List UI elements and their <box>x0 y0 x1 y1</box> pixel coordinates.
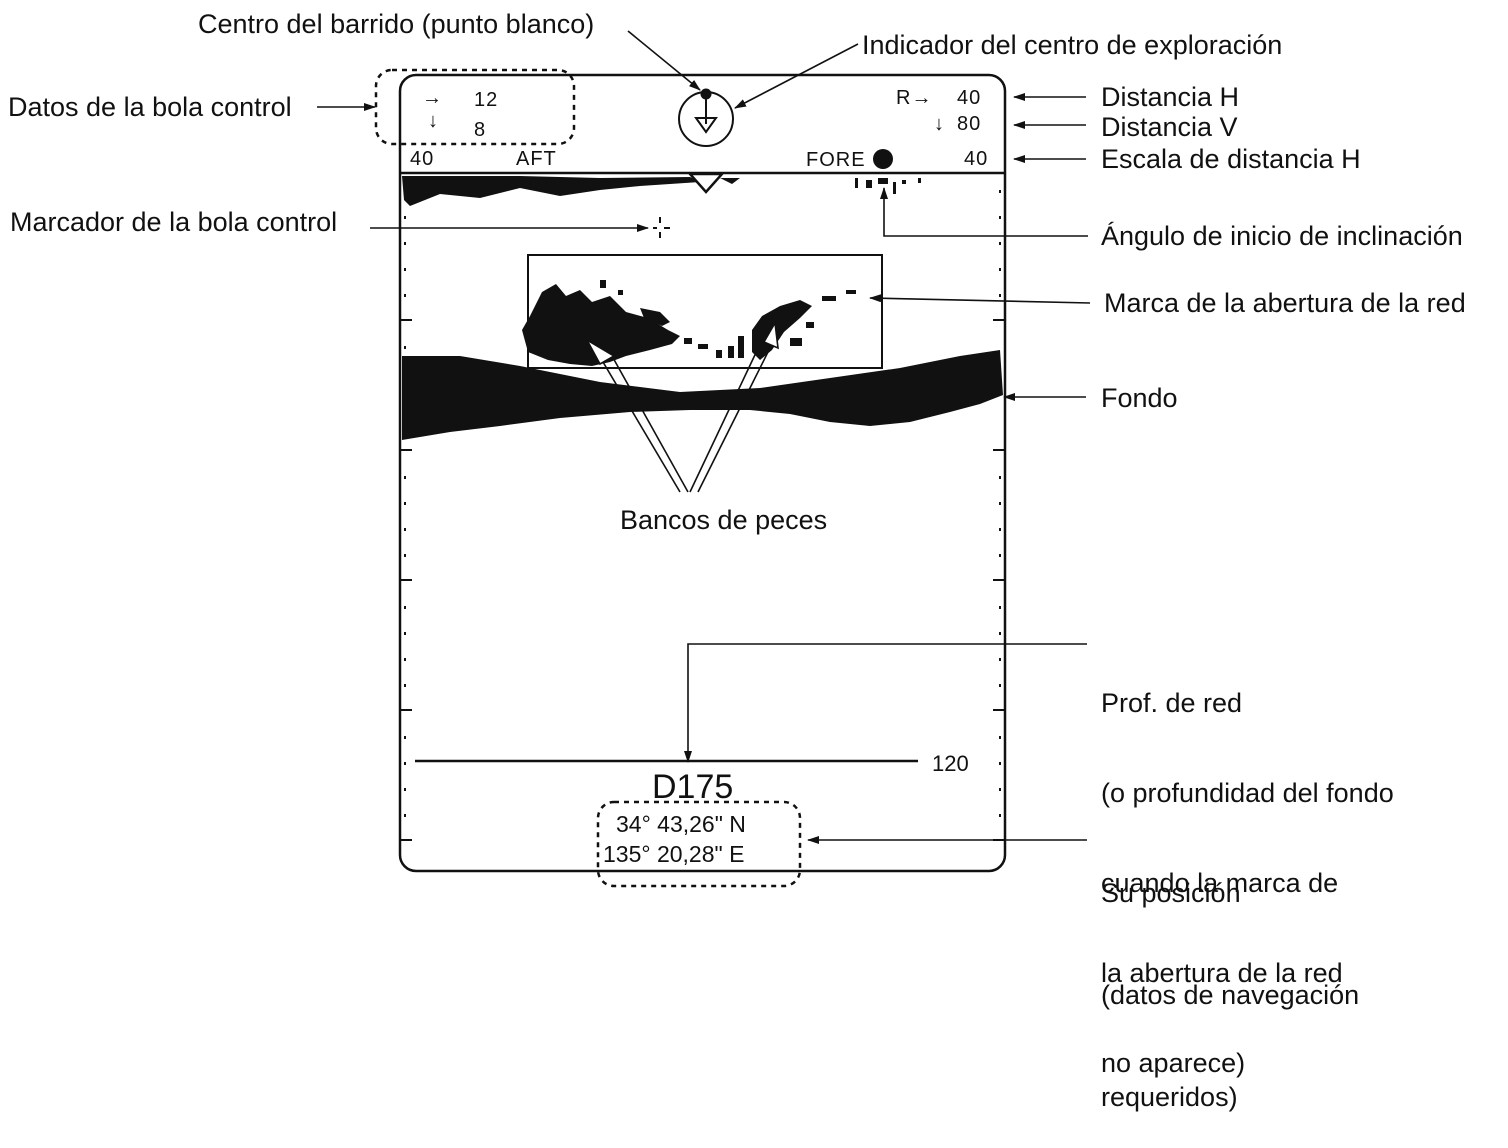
label-trackball-data: Datos de la bola control <box>8 92 292 122</box>
label-scan-center-indicator: Indicador del centro de exploración <box>862 30 1283 60</box>
callout-leaders <box>317 30 1091 844</box>
aft-label: AFT <box>516 148 557 170</box>
label-fish-schools: Bancos de peces <box>620 505 828 535</box>
h-range-value: 40 <box>957 87 982 109</box>
depth-line-value: 120 <box>932 751 969 776</box>
label-trackball-marker: Marcador de la bola control <box>10 207 338 237</box>
trackball-h-arrow: → <box>422 87 443 109</box>
label-own-position-line: Su posición <box>1101 878 1241 908</box>
fish-school-right <box>728 290 856 360</box>
fore-indicator-dot <box>873 149 893 169</box>
scale-right: 40 <box>964 148 989 170</box>
label-sweep-center: Centro del barrido (punto blanco) <box>198 9 595 39</box>
leader-sweep-center <box>627 30 701 91</box>
label-bottom: Fondo <box>1101 383 1178 413</box>
label-v-range: Distancia V <box>1101 112 1238 142</box>
position-longitude: 135° 20,28" E <box>603 841 745 867</box>
net-depth-readout: D175 <box>652 768 734 806</box>
display-screen-frame <box>398 73 1007 873</box>
bottom-echo <box>402 350 1003 440</box>
right-depth-dots <box>999 190 1001 817</box>
trackball-h-value: 12 <box>474 89 499 111</box>
trackball-v-value: 8 <box>474 119 487 141</box>
label-own-position-line: requeridos) <box>1101 1082 1238 1112</box>
surface-echo <box>402 176 921 206</box>
label-own-position: Su posición (datos de navegación requeri… <box>1101 808 1359 1148</box>
left-depth-dots <box>404 216 406 817</box>
h-range-prefix: R→ <box>896 87 933 109</box>
label-tilt-start-angle: Ángulo de inicio de inclinación <box>1101 221 1463 251</box>
leader-net-depth <box>684 643 1087 763</box>
sweep-center-dot <box>700 88 712 100</box>
label-net-depth-line: cuando la marca de <box>1101 868 1339 898</box>
label-h-range: Distancia H <box>1101 82 1240 112</box>
leader-net-opening <box>869 294 1091 304</box>
scan-center-triangle <box>687 172 725 194</box>
echogram-diagram <box>317 30 1091 888</box>
position-latitude: 34° 43,26" N <box>616 811 746 837</box>
left-depth-ticks <box>400 319 412 841</box>
label-h-range-scale: Escala de distancia H <box>1101 144 1361 174</box>
scan-center-indicator <box>678 88 734 147</box>
trackball-v-arrow: ↓ <box>428 110 439 132</box>
position-box <box>596 800 802 888</box>
trackball-marker <box>653 217 670 238</box>
label-own-position-line: (datos de navegación <box>1101 980 1360 1010</box>
label-net-depth-line: (o profundidad del fondo <box>1101 778 1394 808</box>
v-range-value: 80 <box>957 113 982 135</box>
v-range-arrow: ↓ <box>934 113 945 135</box>
fore-label: FORE <box>806 149 866 171</box>
net-opening-mark <box>527 254 883 369</box>
leader-scan-center <box>734 43 859 109</box>
scale-left: 40 <box>410 148 435 170</box>
label-net-opening-mark: Marca de la abertura de la red <box>1104 288 1466 318</box>
label-net-depth-line: Prof. de red <box>1101 688 1243 718</box>
trackball-data-box <box>374 68 576 146</box>
leader-tilt-angle <box>880 187 1088 237</box>
fish-school-leaders <box>584 320 779 493</box>
fish-school-left <box>522 280 722 366</box>
